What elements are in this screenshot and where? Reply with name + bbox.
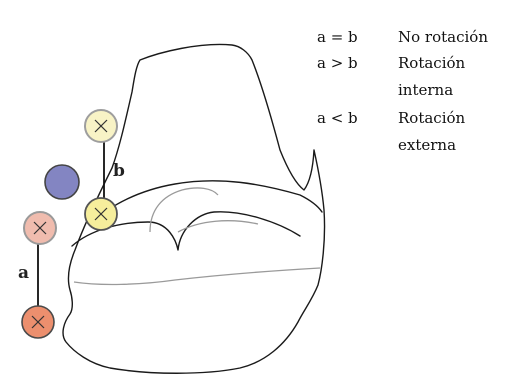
legend-key-equal: a = b [317,28,358,46]
marker-blue [45,165,79,199]
marker-pale-yellow [85,110,117,142]
legend-key-greater: a > b [317,54,358,72]
legend-text-internal-1: Rotación [398,54,466,72]
marker-pink [24,212,56,244]
legend-text-external-1: Rotación [398,109,466,127]
legend-key-less: a < b [317,109,358,127]
legend-text-internal-2: interna [398,81,453,99]
condyle-hidden-line [74,268,320,284]
marker-orange [22,306,54,338]
marker-blue-circle [45,165,79,199]
legend-text-no-rotation: No rotación [398,28,488,46]
landmark-markers [22,110,117,338]
legend-text-external-2: externa [398,136,456,154]
tibia-condyle-line [92,181,322,223]
legend: a = b No rotación a > b Rotación interna… [317,28,488,154]
marker-yellow [85,198,117,230]
notch-hidden-line [178,221,258,232]
label-b: b [113,161,125,181]
label-a: a [18,263,29,283]
